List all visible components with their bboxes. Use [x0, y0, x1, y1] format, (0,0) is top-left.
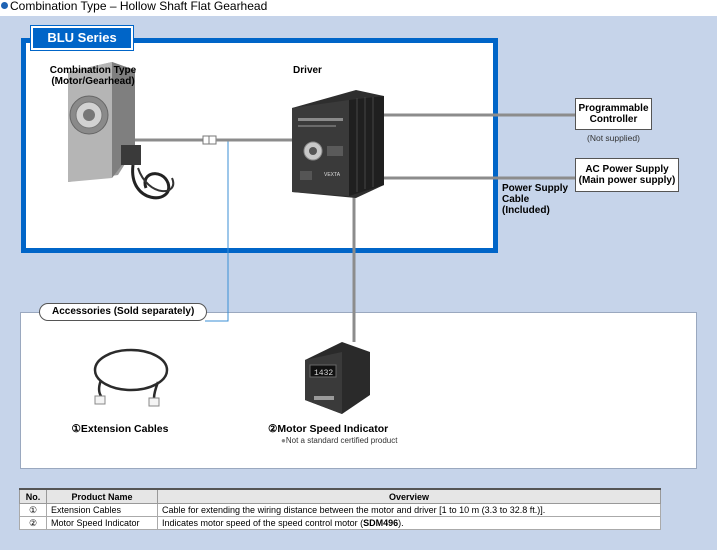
speed-indicator-label: ②Motor Speed Indicator	[268, 423, 389, 435]
header-overview: Overview	[157, 488, 661, 504]
blu-series-tab: BLU Series	[31, 26, 133, 50]
ac-power-supply-box: AC Power Supply (Main power supply)	[575, 158, 679, 192]
accessories-heading: Accessories (Sold separately)	[39, 303, 208, 321]
extension-cable-image	[93, 348, 169, 399]
header-no: No.	[19, 488, 47, 504]
accessory-link-line	[205, 140, 229, 322]
page-title: Combination Type – Hollow Shaft Flat Gea…	[0, 0, 267, 13]
driver-brand-label: VEXTA	[324, 172, 341, 178]
table-row: ① Extension Cables Cable for extending t…	[19, 503, 661, 517]
extension-cables-label: ①Extension Cables	[71, 423, 169, 435]
header-product-name: Product Name	[46, 488, 158, 504]
table-row: ② Motor Speed Indicator Indicates motor …	[19, 516, 661, 530]
power-cable-label: Power Supply Cable (Included)	[502, 183, 569, 216]
motor-label: Combination Type (Motor/Gearhead)	[49, 65, 137, 87]
controller-note: (Not supplied)	[587, 133, 640, 143]
programmable-controller-box: Programmable Controller	[575, 98, 652, 130]
driver-label: Driver	[293, 65, 322, 76]
driver-image	[292, 90, 384, 198]
table-header-row: No. Product Name Overview	[19, 488, 661, 504]
extension-plug-left	[94, 395, 106, 405]
extension-plug-right	[148, 397, 160, 407]
speed-indicator-display: 1432	[314, 369, 333, 378]
motor-gearhead-image	[68, 62, 175, 200]
speed-indicator-image	[305, 342, 370, 414]
product-table: No. Product Name Overview ① Extension Ca…	[19, 488, 661, 530]
speed-indicator-note: ●Not a standard certified product	[281, 436, 398, 445]
bullet-dot-icon	[1, 2, 8, 9]
